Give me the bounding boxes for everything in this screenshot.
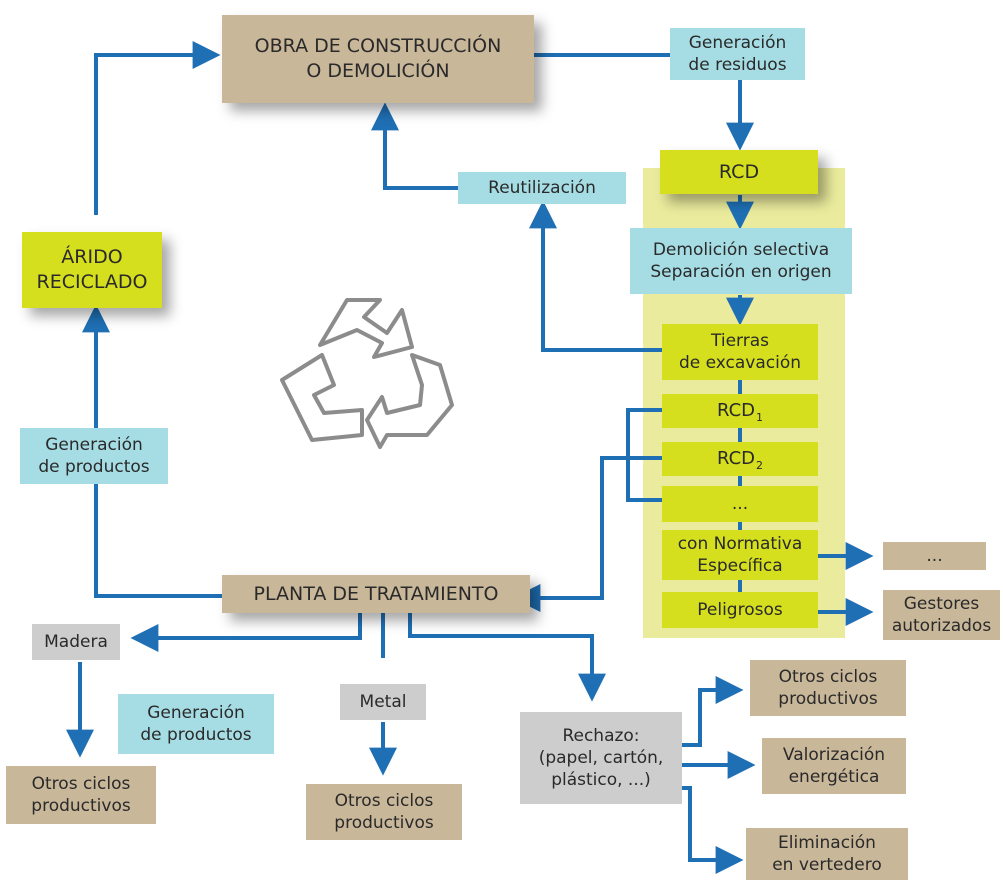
rechazo-line1: Rechazo:: [562, 725, 640, 746]
recycle-icon: [280, 298, 454, 449]
otros-right-node: Otros ciclos productivos: [750, 660, 906, 716]
eliminacion-node: Eliminación en vertedero: [746, 828, 908, 880]
rcd-node: RCD: [660, 150, 818, 194]
eliminacion-line1: Eliminación: [778, 832, 876, 853]
peligrosos-label: Peligrosos: [697, 599, 783, 620]
gen-productos-mid-line2: de productos: [140, 725, 252, 745]
gen-productos-mid-line1: Generación: [147, 702, 245, 723]
obra-line1: OBRA DE CONSTRUCCIÓN: [254, 35, 502, 58]
otros-left-line1: Otros ciclos: [31, 773, 131, 794]
planta-label: PLANTA DE TRATAMIENTO: [253, 582, 499, 605]
valorizacion-line2: energética: [788, 767, 880, 787]
connector-arido-to-obra: [94, 41, 221, 215]
gestores-node: Gestores autorizados: [883, 590, 1000, 640]
metal-node: Metal: [340, 684, 426, 720]
normativa-line2: Específica: [697, 556, 783, 576]
tierras-line2: de excavación: [678, 353, 802, 373]
ellipsis-tan-label: ...: [926, 545, 943, 566]
valorizacion-line1: Valorización: [782, 744, 886, 765]
normativa-node: con Normativa Específica: [662, 530, 818, 580]
gen-productos-mid-node: Generación de productos: [118, 694, 274, 754]
connector-planta-to-rechazo: [408, 612, 606, 702]
ellipsis-lime-node: ...: [662, 486, 818, 522]
ellipsis-tan-node: ...: [883, 542, 986, 570]
gestores-line2: autorizados: [891, 616, 992, 636]
otros-left-line2: productivos: [31, 796, 131, 816]
valorizacion-node: Valorización energética: [762, 738, 906, 794]
gen-productos-left-line2: de productos: [38, 457, 150, 477]
rechazo-line3: plástico, ...): [551, 770, 651, 791]
otros-right-line2: productivos: [778, 689, 878, 709]
peligrosos-node: Peligrosos: [662, 592, 818, 628]
normativa-line1: con Normativa: [677, 533, 803, 554]
gen-productos-left-line1: Generación: [45, 434, 143, 455]
rcd1-sub: 1: [756, 410, 764, 424]
arido-line2: RECICLADO: [36, 271, 148, 293]
gen-productos-left-node: Generación de productos: [20, 428, 168, 484]
obra-line2: O DEMOLICIÓN: [306, 60, 450, 82]
reutilizacion-label: Reutilización: [488, 177, 596, 198]
generacion-residuos-node: Generación de residuos: [670, 28, 805, 80]
planta-node: PLANTA DE TRATAMIENTO: [222, 575, 530, 613]
arido-node: ÁRIDO RECICLADO: [22, 232, 162, 308]
demolicion-line2: Separación en origen: [650, 262, 832, 282]
rcd2-sub: 2: [756, 458, 764, 472]
connector-rcd1-branch: [626, 408, 662, 502]
madera-label: Madera: [44, 631, 108, 652]
rcd1-main: RCD: [716, 400, 756, 422]
rechazo-node: Rechazo: (papel, cartón, plástico, ...): [520, 712, 682, 804]
arido-line1: ÁRIDO: [61, 246, 123, 269]
connector-planta-to-arido: [82, 304, 222, 598]
demolicion-node: Demolición selectiva Separación en orige…: [630, 228, 852, 294]
connector-reutilizacion-to-obra: [371, 102, 458, 190]
otros-mid-node: Otros ciclos productivos: [306, 784, 462, 840]
ellipsis-lime-label: ...: [731, 493, 749, 514]
connector-tierras-to-reutilizacion: [529, 200, 662, 352]
metal-label: Metal: [359, 691, 407, 712]
rcd-label: RCD: [718, 160, 760, 183]
otros-mid-line1: Otros ciclos: [334, 790, 434, 811]
otros-left-node: Otros ciclos productivos: [6, 766, 156, 824]
generacion-residuos-line1: Generación: [688, 32, 787, 53]
otros-mid-line2: productivos: [334, 813, 434, 833]
otros-right-line1: Otros ciclos: [778, 666, 878, 687]
connector-planta-to-madera: [130, 612, 362, 652]
obra-node: OBRA DE CONSTRUCCIÓN O DEMOLICIÓN: [222, 15, 534, 103]
connector-rechazo-to-eliminacion: [682, 786, 744, 874]
tierras-line1: Tierras: [711, 330, 769, 351]
rcd2-main: RCD: [716, 448, 756, 470]
rechazo-line2: (papel, cartón,: [538, 747, 664, 768]
connector-rcd2-branch: [512, 456, 662, 612]
tierras-node: Tierras de excavación: [662, 324, 818, 380]
connector-rechazo-to-otros: [682, 676, 744, 747]
generacion-residuos-line2: de residuos: [688, 55, 787, 75]
demolicion-line1: Demolición selectiva: [652, 239, 830, 260]
gestores-line1: Gestores: [903, 593, 980, 614]
reutilizacion-node: Reutilización: [458, 172, 626, 204]
eliminacion-line2: en vertedero: [772, 855, 882, 875]
madera-node: Madera: [32, 624, 120, 660]
